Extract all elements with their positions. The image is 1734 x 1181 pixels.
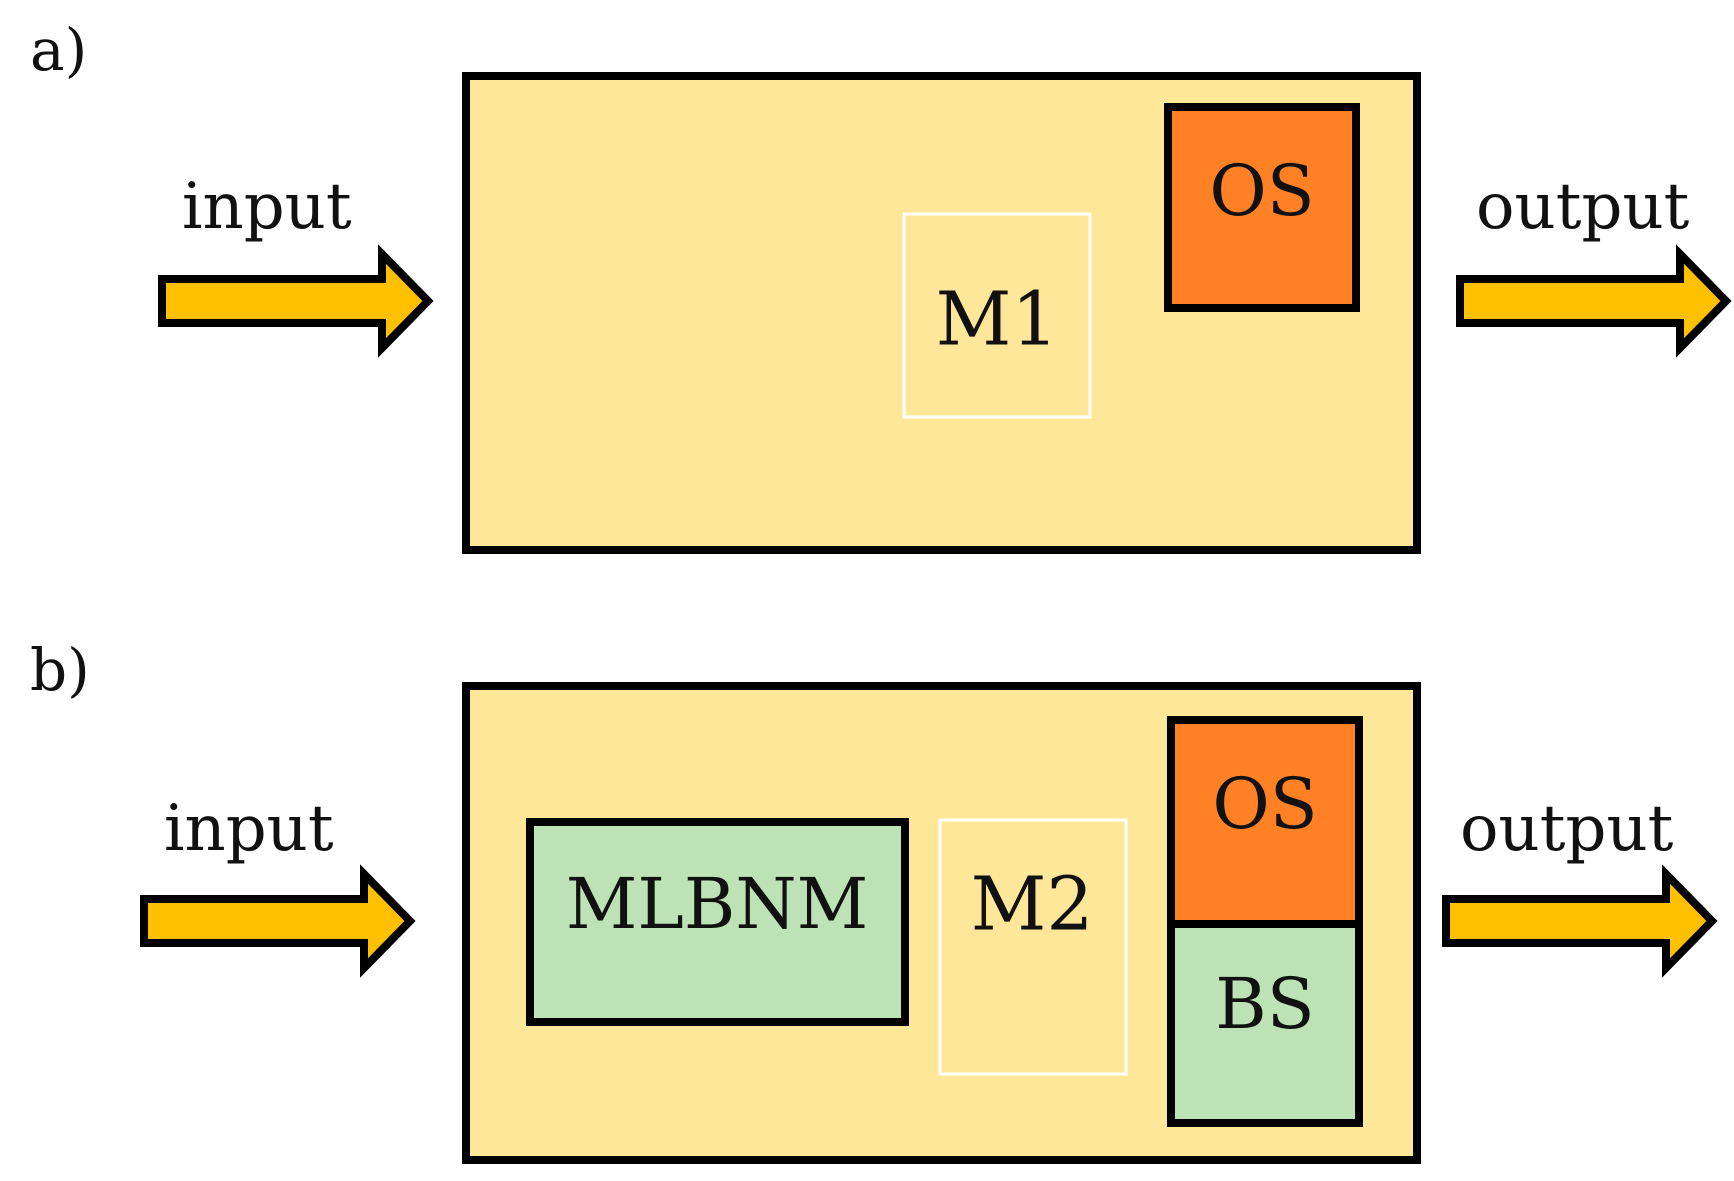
panel-a-model-box [902, 212, 1092, 419]
panel-a-output-arrow [1456, 244, 1732, 358]
panel-a: a) input M1 OS output [30, 16, 1732, 554]
panel-b-mlbnm-label: MLBNM [566, 863, 869, 945]
panel-a-label: a) [30, 16, 87, 84]
panel-b-model-label: M2 [971, 861, 1094, 947]
panel-b-output-label: output [1460, 792, 1674, 866]
panel-b-model-box [938, 818, 1128, 1076]
panel-a-os-label: OS [1209, 150, 1314, 232]
panel-b-input-arrow [140, 864, 416, 978]
panel-a-input-label: input [182, 170, 352, 244]
panel-b-output-arrow [1442, 864, 1718, 978]
panel-a-model-label: M1 [936, 276, 1059, 362]
panel-b-bs-label: BS [1215, 963, 1314, 1045]
panel-b-os-label: OS [1212, 763, 1317, 845]
panel-a-input-arrow [158, 244, 434, 358]
panel-a-os-block [1164, 103, 1360, 312]
panel-b: b) input MLBNM M2 OS BS output [30, 636, 1718, 1164]
panel-b-bs-block [1167, 920, 1363, 1127]
panel-b-input-label: input [164, 792, 334, 866]
panel-b-mlbnm-block [526, 818, 909, 1026]
panel-a-output-label: output [1476, 170, 1690, 244]
panel-b-label: b) [30, 636, 90, 704]
